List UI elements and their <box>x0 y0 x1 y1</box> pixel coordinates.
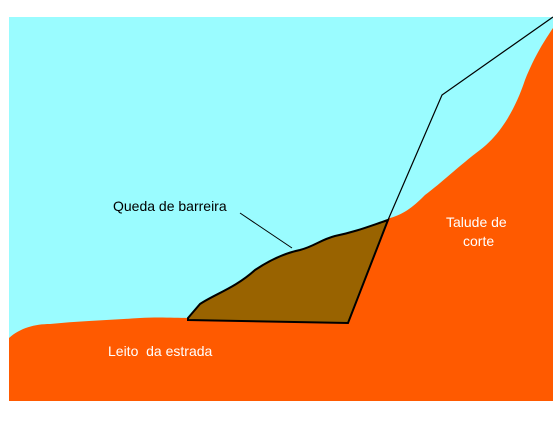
landslide-debris <box>187 218 390 325</box>
slope-label-line2: corte <box>463 233 494 249</box>
original-slope-outline <box>387 16 553 221</box>
landslide-label: Queda de barreira <box>113 198 227 214</box>
landslide-leader-line <box>239 212 293 249</box>
slope-label-line1: Talude de <box>446 214 507 230</box>
road-bed-label: Leito da estrada <box>108 343 213 359</box>
earth-region <box>9 28 553 401</box>
